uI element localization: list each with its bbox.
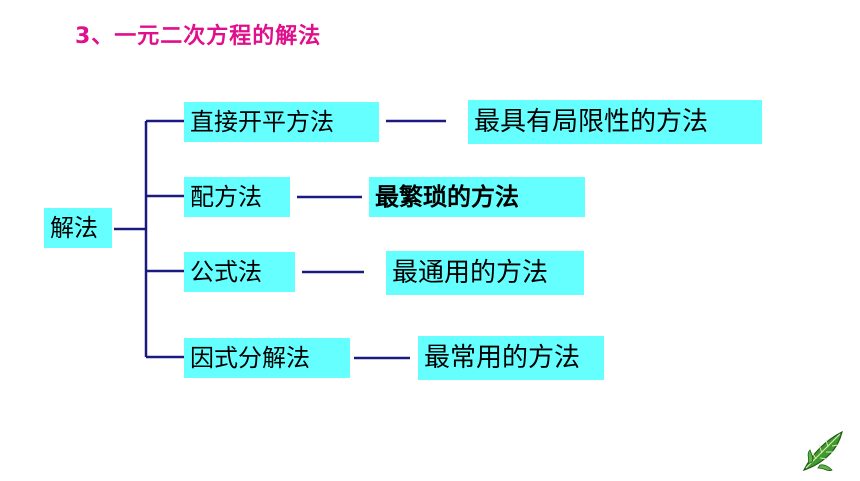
leaf-icon	[802, 430, 843, 472]
description-node-2: 最繁琐的方法	[369, 177, 585, 217]
slide-title: 3、一元二次方程的解法	[75, 24, 322, 49]
method-node-1: 直接开平方法	[184, 102, 379, 142]
method-node-4: 因式分解法	[184, 338, 350, 378]
method-node-3: 公式法	[184, 252, 295, 292]
method-node-2: 配方法	[184, 177, 290, 217]
description-node-4: 最常用的方法	[418, 336, 604, 380]
description-node-1: 最具有局限性的方法	[468, 100, 762, 144]
root-node: 解法	[44, 208, 112, 248]
description-node-3: 最通用的方法	[386, 251, 584, 295]
